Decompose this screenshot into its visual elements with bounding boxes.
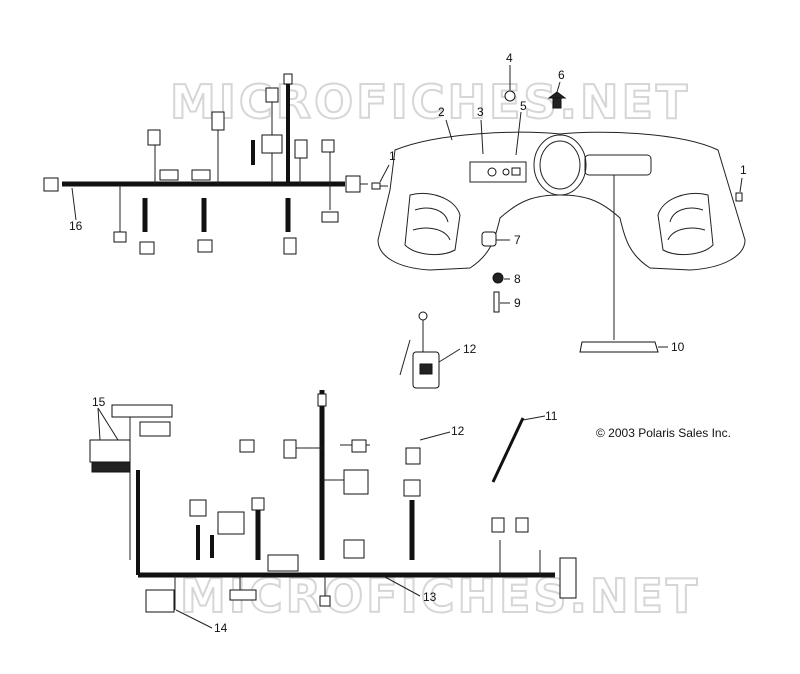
screw-left — [371, 182, 381, 190]
push-rivet — [552, 97, 562, 109]
callout-2: 2 — [438, 105, 445, 119]
bulb — [504, 90, 516, 102]
bulb-socket — [493, 291, 500, 313]
callout-13: 13 — [423, 590, 437, 604]
fuse-block — [89, 439, 131, 463]
upper-wire-harness — [43, 73, 368, 255]
leader-lines — [71, 65, 743, 629]
callout-12-upper: 12 — [463, 342, 477, 356]
harness-end-connector — [559, 557, 577, 599]
callout-16: 16 — [69, 219, 83, 233]
dash-small-parts — [371, 90, 743, 353]
watermark-top: MICROFICHES.NET — [170, 75, 690, 129]
callout-8: 8 — [514, 272, 521, 286]
screw-right — [735, 192, 743, 202]
trim-strip — [579, 341, 659, 353]
callouts: 1 1 2 3 4 5 6 7 8 9 10 11 12 12 13 14 15… — [69, 51, 747, 635]
grommet — [492, 272, 504, 284]
callout-12-lower: 12 — [451, 424, 465, 438]
callout-6: 6 — [558, 68, 565, 82]
callout-7: 7 — [514, 233, 521, 247]
copyright-notice: © 2003 Polaris Sales Inc. — [596, 426, 731, 440]
callout-14: 14 — [214, 621, 228, 635]
callout-11: 11 — [545, 409, 558, 423]
callout-15: 15 — [92, 395, 106, 409]
callout-5: 5 — [520, 99, 527, 113]
dash-panel — [377, 131, 746, 271]
callout-1-left: 1 — [389, 149, 396, 163]
callout-9: 9 — [514, 296, 521, 310]
indicator-lens — [481, 231, 497, 247]
harness-end-connector-left — [43, 177, 59, 192]
lower-wire-harness — [89, 390, 577, 613]
ignition-harness — [399, 311, 440, 389]
callout-10: 10 — [671, 340, 685, 354]
relay-block — [145, 589, 175, 613]
callout-4: 4 — [506, 51, 513, 65]
harness-end-connector-right — [345, 175, 361, 193]
callout-3: 3 — [477, 105, 484, 119]
cable-rod — [491, 417, 525, 483]
callout-1-right: 1 — [740, 163, 747, 177]
